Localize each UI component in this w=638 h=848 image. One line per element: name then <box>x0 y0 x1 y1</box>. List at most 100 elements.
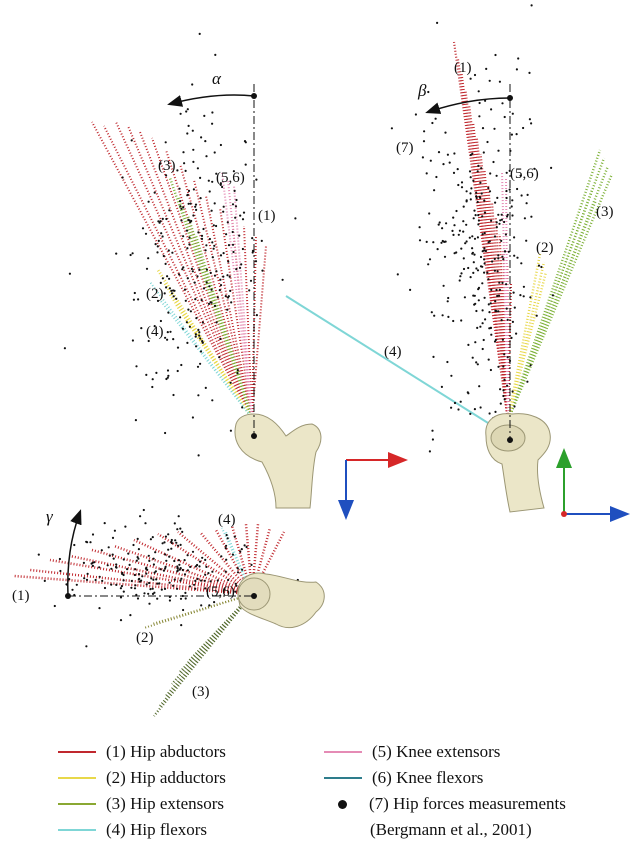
measurement-dot <box>498 223 500 225</box>
measurement-dot <box>232 554 234 556</box>
measurement-dot <box>146 268 148 270</box>
measurement-dot <box>489 412 491 414</box>
measurement-dot <box>144 522 146 524</box>
measurement-dot <box>499 388 501 390</box>
measurement-dot <box>185 300 187 302</box>
measurement-dot <box>511 134 513 136</box>
measurement-dot <box>208 604 210 606</box>
measurement-dot <box>527 194 529 196</box>
measurement-dot <box>540 266 542 268</box>
measurement-dot <box>194 206 196 208</box>
measurement-dot <box>242 248 244 250</box>
measurement-dot <box>248 289 250 291</box>
measurement-dot <box>153 592 155 594</box>
measurement-dot <box>462 231 464 233</box>
measurement-dot <box>182 609 184 611</box>
measurement-dot <box>164 432 166 434</box>
measurement-dot <box>481 215 483 217</box>
measurement-dot <box>168 209 170 211</box>
measurement-dot <box>134 587 136 589</box>
measurement-dot <box>204 580 206 582</box>
measurement-dot <box>188 125 190 127</box>
measurement-dot <box>513 405 515 407</box>
measurement-dot <box>494 411 496 413</box>
measurement-dot <box>475 310 477 312</box>
measurement-dot <box>225 545 227 547</box>
measurement-dot <box>165 286 167 288</box>
measurement-dot <box>235 199 237 201</box>
measurement-dot <box>202 321 204 323</box>
measurement-dot <box>123 579 125 581</box>
measurement-dot <box>138 548 140 550</box>
measurement-dot <box>471 235 473 237</box>
measurement-dot <box>165 263 167 265</box>
measurement-dot <box>461 186 463 188</box>
measurement-dot <box>162 218 164 220</box>
measurement-dot <box>478 115 480 117</box>
measurement-dot <box>234 190 236 192</box>
measurement-dot <box>466 199 468 201</box>
measurement-dot <box>152 588 154 590</box>
measurement-dot <box>245 164 247 166</box>
measurement-dot <box>211 289 213 291</box>
measurement-dot <box>504 398 506 400</box>
frontal-hip-center <box>251 433 257 439</box>
measurement-dot <box>506 172 508 174</box>
measurement-dot <box>493 128 495 130</box>
measurement-dot <box>222 211 224 213</box>
measurement-dot <box>139 581 141 583</box>
measurement-dot <box>195 345 197 347</box>
measurement-dot <box>211 123 213 125</box>
measurement-dot <box>509 189 511 191</box>
measurement-dot <box>198 565 200 567</box>
measurement-dot <box>179 316 181 318</box>
transverse-label-adductors: (2) <box>136 630 154 646</box>
measurement-dot <box>480 256 482 258</box>
measurement-dot <box>490 289 492 291</box>
measurement-dot <box>252 251 254 253</box>
measurement-dot <box>472 180 474 182</box>
measurement-dot <box>187 569 189 571</box>
measurement-dot <box>187 277 189 279</box>
sagittal-extensor-line <box>508 166 608 420</box>
measurement-dot <box>429 450 431 452</box>
measurement-dot <box>145 233 147 235</box>
measurement-dot <box>514 307 516 309</box>
measurement-dot <box>166 275 168 277</box>
measurement-dot <box>157 245 159 247</box>
measurement-dot <box>213 248 215 250</box>
measurement-dot <box>195 336 197 338</box>
measurement-dot <box>446 361 448 363</box>
measurement-dot <box>470 276 472 278</box>
measurement-dot <box>444 132 446 134</box>
measurement-dot <box>469 192 471 194</box>
measurement-dot <box>104 522 106 524</box>
measurement-dot <box>463 206 465 208</box>
measurement-dot <box>164 553 166 555</box>
measurement-dot <box>113 558 115 560</box>
measurement-dot <box>460 319 462 321</box>
measurement-dot <box>445 222 447 224</box>
measurement-dot <box>64 347 66 349</box>
sagittal-x-axis-dot <box>561 511 567 517</box>
measurement-dot <box>177 570 179 572</box>
measurement-dot <box>171 292 173 294</box>
measurement-dot <box>76 584 78 586</box>
measurement-dot <box>489 172 491 174</box>
measurement-dot <box>229 276 231 278</box>
measurement-dot <box>478 299 480 301</box>
measurement-dot <box>494 340 496 342</box>
gamma-angle-arrow <box>68 512 80 596</box>
measurement-dot <box>172 338 174 340</box>
measurement-dot <box>201 299 203 301</box>
measurement-dot <box>241 569 243 571</box>
measurement-dot <box>472 272 474 274</box>
legend-label-hip-extensors: (3) Hip extensors <box>106 794 224 814</box>
measurement-dot <box>507 356 509 358</box>
measurement-dot <box>528 72 530 74</box>
alpha-angle-arrow <box>170 95 254 104</box>
measurement-dot <box>214 151 216 153</box>
measurement-dot <box>73 544 75 546</box>
measurement-dot <box>470 154 472 156</box>
legend-swatch-hip-flexors <box>58 829 96 831</box>
